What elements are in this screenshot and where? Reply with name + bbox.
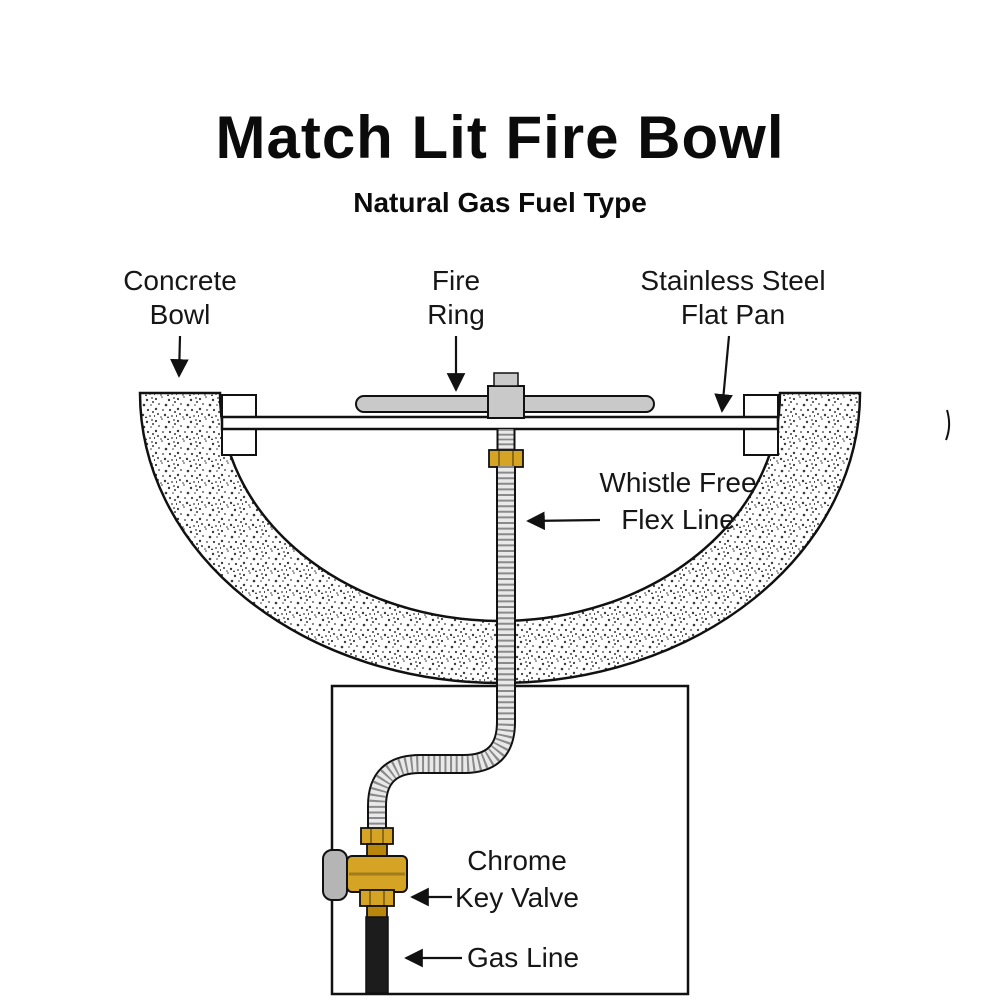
flex-line-arrow bbox=[526, 511, 601, 531]
concrete-bowl-label-line2: Bowl bbox=[150, 299, 211, 330]
callout-concrete-bowl: Concrete Bowl bbox=[123, 265, 237, 378]
gas-line-pipe bbox=[365, 916, 389, 994]
fire-ring-label-line2: Ring bbox=[427, 299, 485, 330]
flex-line-label-line2: Flex Line bbox=[621, 504, 735, 535]
page-subtitle: Natural Gas Fuel Type bbox=[353, 187, 647, 218]
flat-pan-arrow bbox=[714, 335, 733, 413]
key-valve-label-line2: Key Valve bbox=[455, 882, 579, 913]
gas-line-label: Gas Line bbox=[467, 942, 579, 973]
callout-flex-line: Whistle Free Flex Line bbox=[526, 467, 757, 535]
fire-ring-label-line1: Fire bbox=[432, 265, 480, 296]
callout-key-valve: Chrome Key Valve bbox=[410, 845, 579, 913]
bowl-cross-section bbox=[138, 391, 862, 685]
brass-coupling-body bbox=[488, 449, 524, 468]
stray-mark bbox=[945, 409, 951, 441]
concrete-bowl-label-line1: Concrete bbox=[123, 265, 237, 296]
concrete-bowl-arrow bbox=[170, 335, 189, 378]
chrome-flange bbox=[322, 849, 348, 901]
valve-bottom-nut bbox=[359, 889, 395, 907]
ring-cap-nut bbox=[493, 372, 519, 387]
key-valve-label-line1: Chrome bbox=[467, 845, 567, 876]
valve-top-nut bbox=[360, 827, 394, 845]
callout-gas-line: Gas Line bbox=[404, 942, 579, 973]
page-title: Match Lit Fire Bowl bbox=[215, 104, 784, 171]
ring-center-fitting bbox=[487, 385, 525, 419]
brass-coupling bbox=[488, 449, 524, 468]
valve-bottom-nipple bbox=[366, 905, 388, 919]
callout-flat-pan: Stainless Steel Flat Pan bbox=[640, 265, 826, 413]
key-valve-shape bbox=[322, 827, 408, 919]
flat-pan-label-line2: Flat Pan bbox=[681, 299, 785, 330]
callout-fire-ring: Fire Ring bbox=[427, 265, 485, 392]
flat-pan-label-line1: Stainless Steel bbox=[640, 265, 825, 296]
flex-line-label-line1: Whistle Free bbox=[599, 467, 756, 498]
fire-ring-shape bbox=[355, 372, 655, 419]
